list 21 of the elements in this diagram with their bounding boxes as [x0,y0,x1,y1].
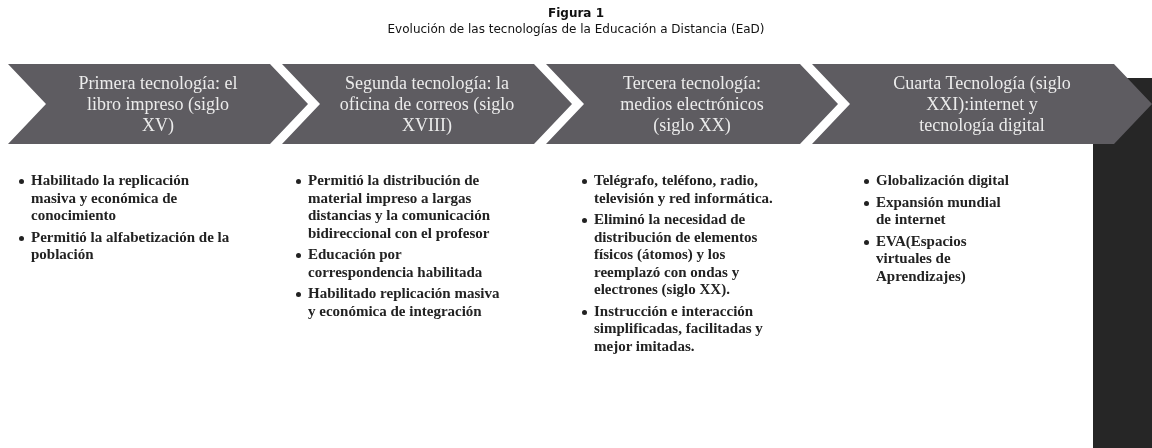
chevron-shape [546,64,838,144]
chevron-shape [8,64,308,144]
figure-caption: Evolución de las tecnologías de la Educación a Distancia (EaD) [386,22,766,36]
bullet-text: Habilitado replicación masiva y económica de integración [308,285,500,319]
bullet-text: EVA(Espacios virtuales de Aprendizajes) [876,232,967,284]
bullet-text: Eliminó la necesidad de distribución de elementos físicos (átomos) y los reemplazó con ondas y electrones (siglo XX). [594,211,758,297]
bullet-text: Expansión mundial de internet [876,193,1001,227]
chevron-shape [812,64,1152,144]
chevron-heading: Segunda tecnología: la oficina de correos (siglo XVIII) [338,72,516,136]
bullet-text: Permitió la alfabetización de la población [31,228,230,262]
bullet-text: Telégrafo, teléfono, radio, televisión y red informática. [594,172,773,206]
bullet-text: Globalización digital [876,172,1009,188]
figure-title: Figura 1 [547,6,605,20]
chevron-shape [282,64,572,144]
chevron-heading: Tercera tecnología: medios electrónicos (siglo XX) [619,72,765,136]
bullet-text: Educación por correspondencia habilitada [308,246,483,280]
chevron-heading: Cuarta Tecnología (siglo XXI):internet y tecnología digital [892,72,1072,136]
bullet-text: Habilitado la replicación masiva y económica de conocimiento [31,172,190,223]
bullet-text: Permitió la distribución de material impreso a largas distancias y la comunicación bidireccional con el profesor [308,172,491,241]
chevron-heading: Primera tecnología: el libro impreso (siglo XV) [77,72,239,136]
bullet-text: Instrucción e interacción simplificadas, facilitadas y mejor imitadas. [594,302,763,354]
